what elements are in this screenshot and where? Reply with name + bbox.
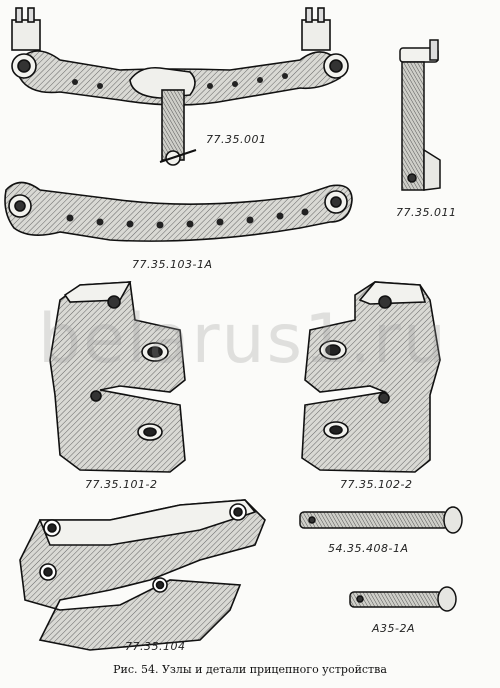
- part-label-77-35-001: 77.35.001: [206, 133, 267, 146]
- drawbar-drawing: [4, 181, 353, 242]
- part-label-77-35-102-2: 77.35.102-2: [340, 478, 413, 491]
- part-label-a35-2a: А35-2А: [372, 622, 416, 635]
- bracket-right-drawing: [301, 281, 441, 473]
- part-label-77-35-104: 77.35.104: [125, 640, 186, 653]
- linkage-assembly-drawing: [19, 499, 266, 651]
- watermark: belarus1.ru: [38, 300, 448, 379]
- part-label-77-35-011: 77.35.011: [396, 206, 457, 219]
- bracket-left-drawing: [49, 281, 186, 473]
- figure-caption: Рис. 54. Узлы и детали прицепного устрой…: [113, 663, 387, 676]
- part-label-77-35-103-1a: 77.35.103-1А: [132, 258, 213, 271]
- pin-with-handle-drawing: [399, 39, 441, 191]
- part-label-77-35-101-2: 77.35.101-2: [85, 478, 158, 491]
- part-label-54-35-408-1a: 54.35.408-1А: [328, 542, 409, 555]
- pin-long-drawing: [299, 506, 463, 534]
- drawbar-assembly-drawing: [11, 7, 349, 166]
- pin-short-drawing: [349, 586, 457, 612]
